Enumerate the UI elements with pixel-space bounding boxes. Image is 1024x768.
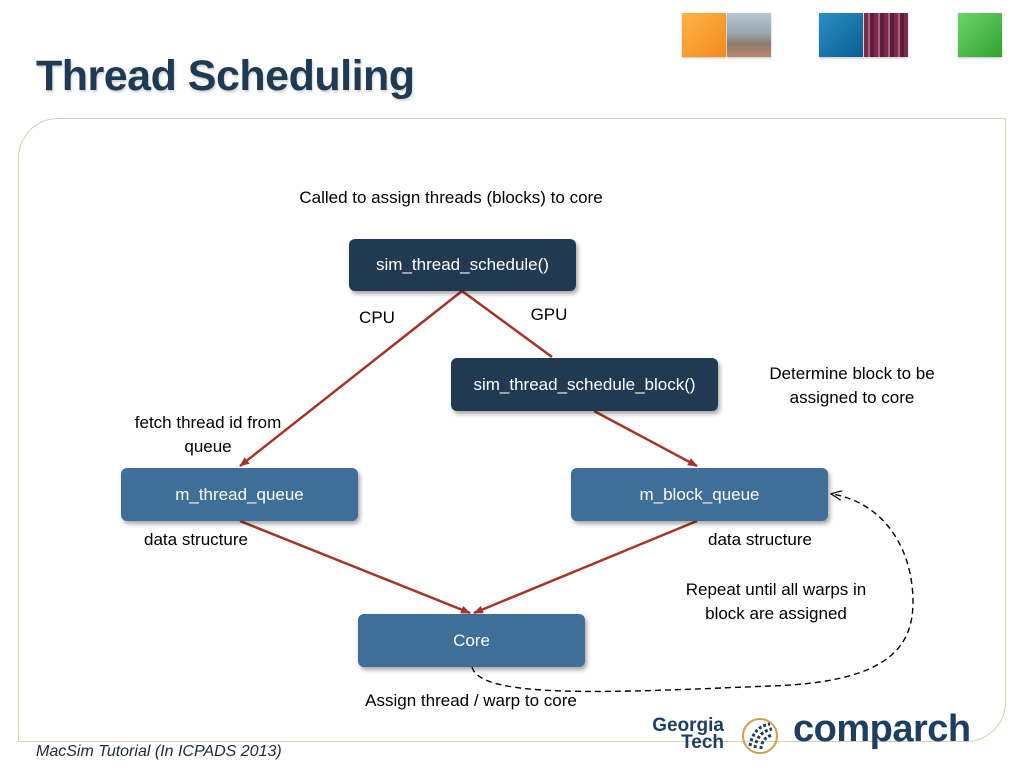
footer-citation: MacSim Tutorial (In ICPADS 2013) (36, 743, 282, 760)
comparch-logo: comparch (793, 708, 971, 750)
arrow-schedule-to-thread-queue (239, 290, 463, 467)
node-core: Core (358, 614, 585, 667)
repeat-loop-dashed-arrow (471, 494, 914, 693)
label-data-structure-right: data structure (708, 530, 812, 549)
comparch-swirl-icon (742, 718, 778, 754)
georgia-tech-logo-line1: Georgia (652, 715, 724, 736)
arrow-schedule-to-schedule-block (461, 289, 553, 359)
label-assign-to-core: Assign thread / warp to core (365, 691, 577, 710)
green-tile-image (958, 13, 1002, 57)
node-m-thread-queue: m_thread_queue (121, 468, 358, 521)
chip-photo-tile-image (864, 13, 908, 57)
node-sim-thread-schedule: sim_thread_schedule() (349, 239, 576, 291)
label-determine-block: Determine block to be assigned to core (769, 364, 935, 407)
campus-photo-tile-image (727, 13, 771, 57)
orange-tile-image (682, 13, 726, 57)
content-frame (18, 118, 1006, 742)
georgia-tech-logo-line2: Tech (681, 732, 724, 753)
label-gpu: GPU (530, 305, 568, 324)
arrow-schedule-block-to-block-queue (593, 409, 698, 468)
node-sim-thread-schedule-block: sim_thread_schedule_block() (451, 358, 718, 411)
georgia-tech-logo: Georgia Tech (636, 715, 724, 753)
blue-tile-image (819, 13, 863, 57)
label-called-to-assign: Called to assign threads (blocks) to cor… (299, 188, 603, 207)
arrow-block-queue-to-core (473, 519, 698, 615)
label-fetch-thread-id: fetch thread id from queue (134, 413, 282, 456)
node-m-block-queue: m_block_queue (571, 468, 828, 521)
slide-title: Thread Scheduling (36, 52, 415, 100)
label-data-structure-left: data structure (144, 530, 248, 549)
label-cpu: CPU (359, 308, 395, 327)
label-repeat-until-assigned: Repeat until all warps in block are assi… (685, 580, 867, 623)
arrow-thread-queue-to-core (239, 519, 471, 615)
